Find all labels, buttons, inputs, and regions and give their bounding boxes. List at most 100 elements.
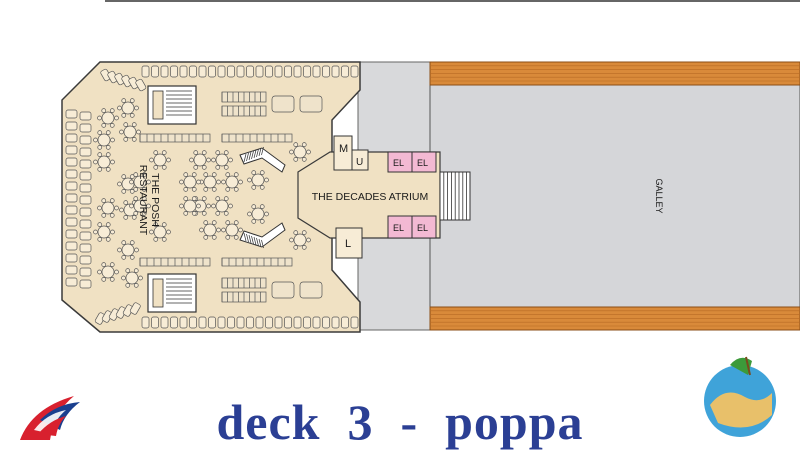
table-chair bbox=[97, 115, 102, 121]
round-table bbox=[293, 145, 307, 159]
table-chair bbox=[201, 165, 207, 170]
table-chair bbox=[123, 137, 129, 142]
table-chair bbox=[101, 213, 107, 218]
elevator-label-3: EL bbox=[393, 223, 404, 233]
table-chair bbox=[211, 187, 217, 192]
chair bbox=[79, 279, 92, 289]
chair bbox=[79, 195, 92, 205]
table-chair bbox=[129, 240, 135, 245]
table-chair bbox=[119, 207, 124, 213]
table-chair bbox=[183, 172, 189, 177]
round-table bbox=[97, 155, 111, 169]
table-chair bbox=[233, 235, 239, 240]
table-chair bbox=[119, 129, 124, 135]
chair bbox=[141, 316, 150, 329]
staircase-step bbox=[261, 239, 264, 249]
chair bbox=[79, 267, 92, 277]
staircase-step bbox=[248, 151, 252, 161]
table-chair bbox=[123, 122, 129, 127]
table-chair bbox=[201, 211, 207, 216]
table-chair bbox=[138, 275, 143, 281]
table-chair bbox=[215, 150, 221, 155]
table-chair bbox=[109, 108, 115, 113]
staircase-step bbox=[261, 146, 264, 156]
table-chair bbox=[166, 157, 171, 163]
table-chair bbox=[117, 105, 122, 111]
chair bbox=[79, 135, 92, 145]
chair bbox=[65, 205, 78, 215]
table-chair bbox=[131, 137, 137, 142]
table-chair bbox=[97, 222, 103, 227]
staircase-step bbox=[256, 237, 259, 247]
chair bbox=[79, 171, 92, 181]
galley-area bbox=[429, 84, 800, 308]
table-chair bbox=[121, 113, 127, 118]
table-chair bbox=[191, 196, 197, 201]
table-chair bbox=[225, 235, 231, 240]
table-chair bbox=[101, 123, 107, 128]
table-chair bbox=[109, 198, 115, 203]
table-chair bbox=[93, 137, 98, 143]
restaurant-label-line-1: THE POSH bbox=[149, 173, 161, 227]
table-chair bbox=[179, 203, 184, 209]
table-chair bbox=[133, 172, 139, 177]
table-chair bbox=[211, 157, 216, 163]
round-table bbox=[101, 201, 115, 215]
elevator-label-1: EL bbox=[393, 158, 404, 168]
table-chair bbox=[201, 150, 207, 155]
table-chair bbox=[206, 157, 211, 163]
elevators-top bbox=[387, 151, 437, 173]
table-chair bbox=[306, 237, 311, 243]
round-table bbox=[97, 133, 111, 147]
round-table bbox=[97, 225, 111, 239]
staircase-step bbox=[243, 153, 247, 163]
round-table bbox=[153, 153, 167, 167]
table-chair bbox=[293, 157, 299, 162]
table-chair bbox=[133, 196, 139, 201]
round-table bbox=[183, 199, 197, 213]
chair bbox=[217, 316, 226, 329]
chair bbox=[274, 65, 283, 78]
round-table bbox=[123, 125, 137, 139]
table-chair bbox=[211, 235, 217, 240]
table-chair bbox=[193, 165, 199, 170]
round-table bbox=[121, 243, 135, 257]
chair bbox=[65, 217, 78, 227]
table-chair bbox=[131, 122, 137, 127]
table-chair bbox=[141, 187, 147, 192]
chair bbox=[79, 243, 92, 253]
table-chair bbox=[129, 98, 135, 103]
chair bbox=[284, 316, 292, 329]
chair bbox=[217, 65, 226, 78]
table-chair bbox=[109, 277, 115, 282]
table-chair bbox=[129, 189, 135, 194]
chair bbox=[79, 207, 92, 217]
table-chair bbox=[121, 275, 126, 281]
booth-table bbox=[271, 95, 295, 113]
table-chair bbox=[233, 172, 239, 177]
table-chair bbox=[215, 211, 221, 216]
table-chair bbox=[105, 152, 111, 157]
table-chair bbox=[223, 165, 229, 170]
table-chair bbox=[191, 187, 197, 192]
table-chair bbox=[129, 113, 135, 118]
room-l-label: L bbox=[345, 238, 351, 250]
table-chair bbox=[223, 150, 229, 155]
round-table bbox=[101, 111, 115, 125]
table-chair bbox=[301, 245, 307, 250]
table-chair bbox=[125, 283, 131, 288]
table-chair bbox=[203, 187, 209, 192]
table-chair bbox=[161, 237, 167, 242]
staircase-step bbox=[258, 147, 262, 157]
table-chair bbox=[183, 196, 189, 201]
chair bbox=[65, 121, 78, 131]
staircase-step bbox=[248, 234, 252, 244]
round-tables bbox=[93, 98, 311, 288]
table-chair bbox=[211, 203, 216, 209]
grand-staircase-top bbox=[239, 146, 286, 173]
chair bbox=[331, 65, 340, 78]
chair bbox=[79, 123, 92, 133]
chair bbox=[135, 78, 147, 92]
table-chair bbox=[259, 204, 265, 209]
table-chair bbox=[93, 229, 98, 235]
